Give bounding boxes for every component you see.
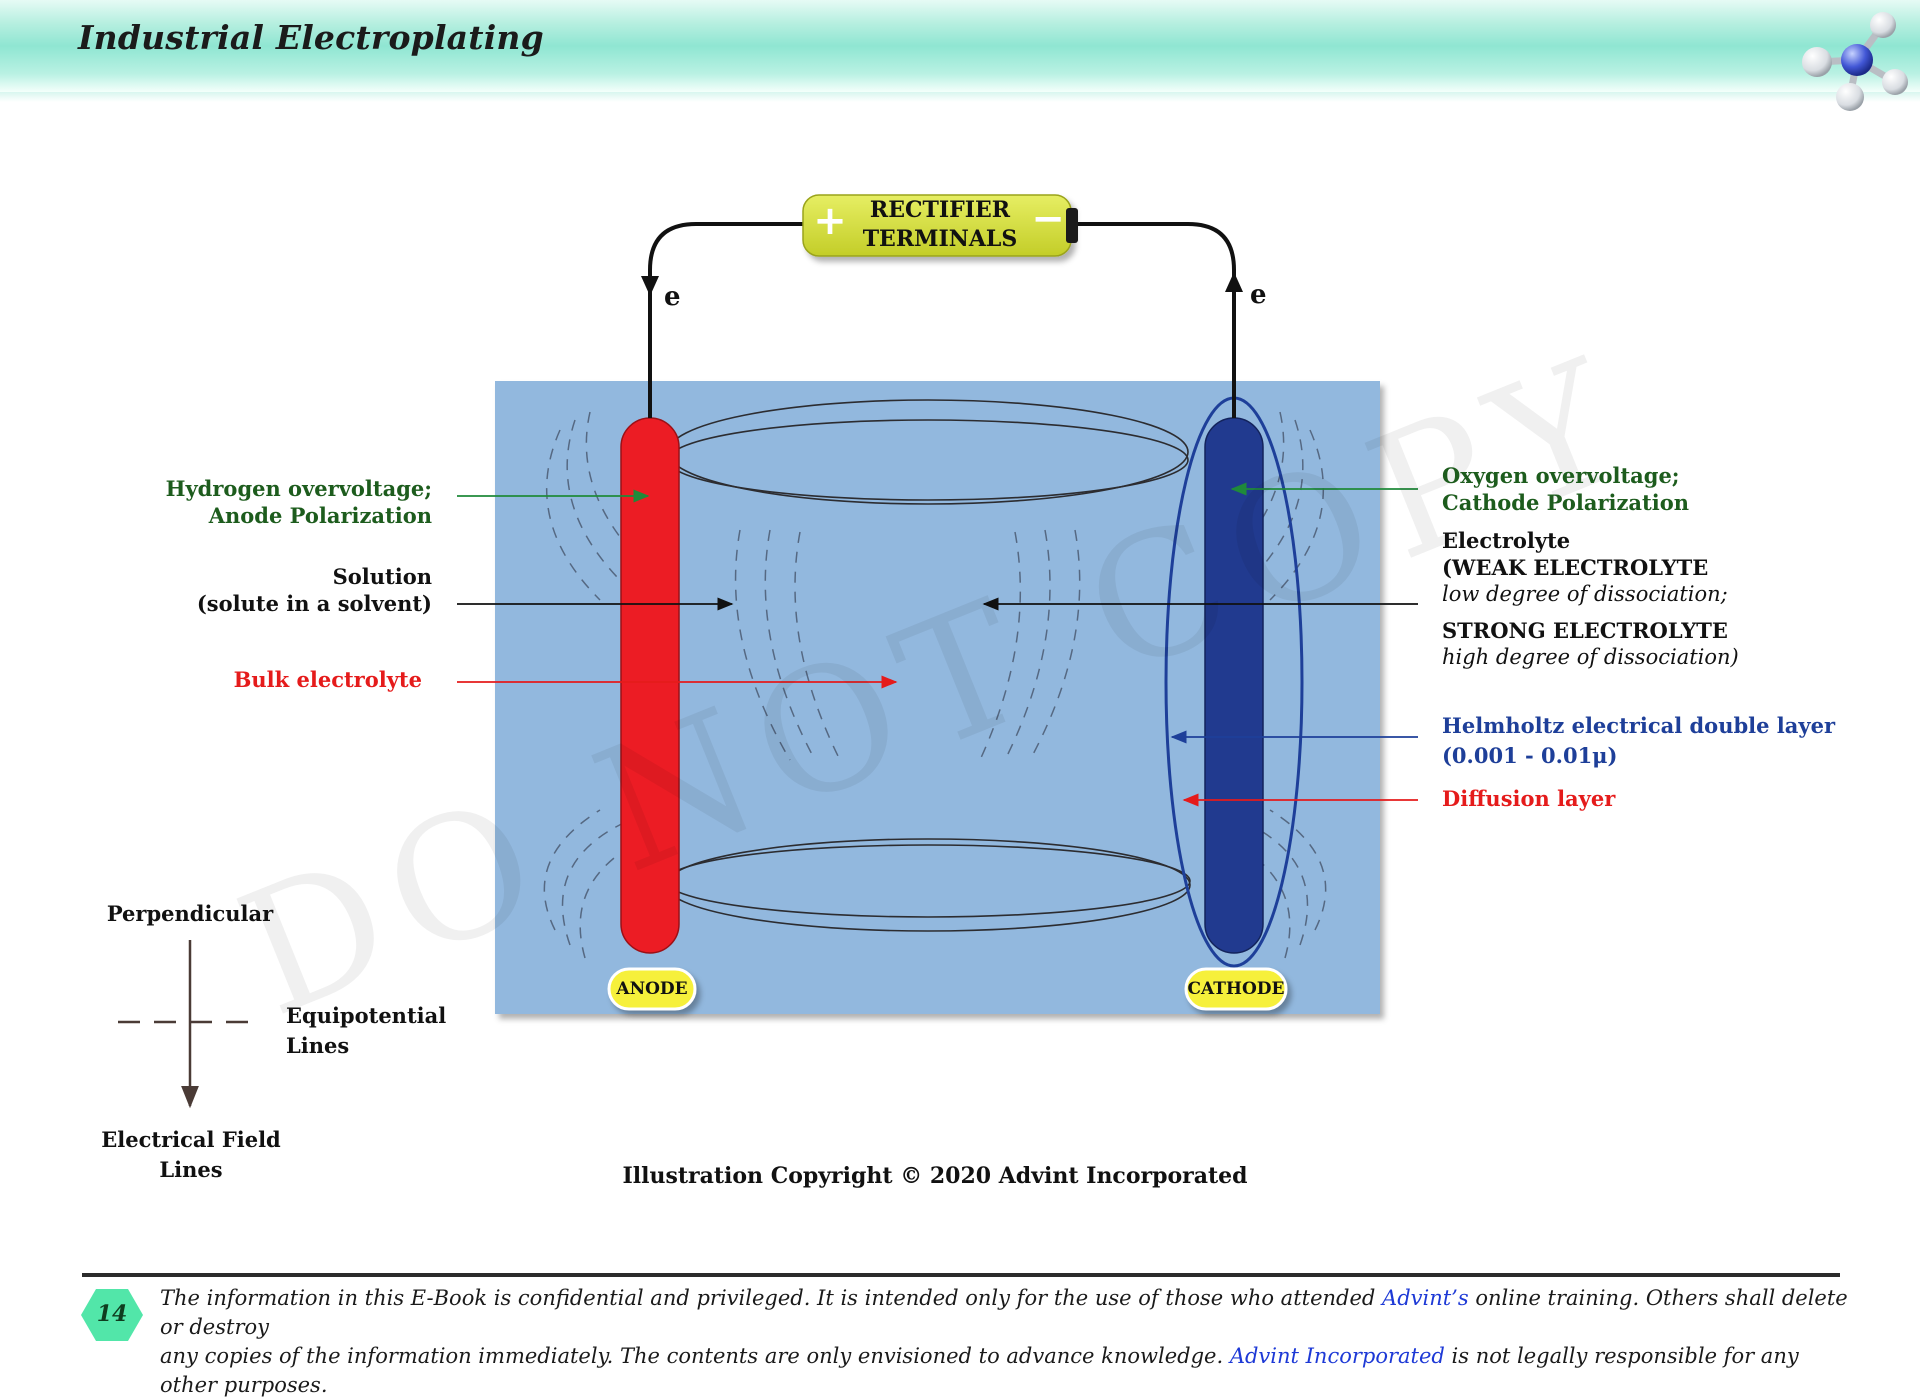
hydrogen-label-2: Anode Polarization	[208, 503, 432, 528]
rectifier-line1: RECTIFIER	[869, 197, 1011, 223]
oxygen-label-2: Cathode Polarization	[1442, 490, 1689, 515]
solution-label-1: Solution	[332, 564, 432, 589]
rectifier-terminal-cap	[1066, 208, 1078, 243]
strong-electrolyte-desc: high degree of dissociation)	[1442, 645, 1739, 669]
cathode-tag	[1184, 967, 1288, 1011]
rectifier-plus: +	[813, 198, 847, 244]
header-band	[0, 0, 1920, 92]
electron-label-left: e	[664, 282, 681, 312]
wire-right	[1075, 222, 1236, 418]
oxygen-label-1: Oxygen overvoltage;	[1442, 463, 1680, 488]
anode-tag	[607, 967, 697, 1011]
bulk-electrolyte-label: Bulk electrolyte	[233, 667, 422, 692]
rectifier-minus: −	[1031, 196, 1065, 242]
helmholtz-label-2: (0.001 - 0.01μ)	[1442, 743, 1618, 768]
legend-field-1: Electrical Field	[101, 1127, 281, 1152]
electron-arrow-up	[1225, 272, 1243, 292]
legend-graphic	[118, 940, 262, 1109]
legend-equipotential-2: Lines	[286, 1033, 350, 1058]
illustration-copyright: Illustration Copyright © 2020 Advint Inc…	[622, 1163, 1248, 1189]
hydrogen-label-1: Hydrogen overvoltage;	[165, 476, 432, 501]
page-number: 14	[96, 1301, 128, 1327]
anode-label: ANODE	[616, 979, 688, 999]
legend-equipotential-1: Equipotential	[286, 1003, 447, 1028]
electron-arrow-down	[641, 276, 659, 296]
diffusion-layer-label: Diffusion layer	[1442, 786, 1616, 811]
weak-electrolyte-desc: low degree of dissociation;	[1442, 582, 1728, 606]
rectifier-line2: TERMINALS	[862, 226, 1018, 252]
electrolyte-title: Electrolyte	[1442, 528, 1571, 553]
footer-disclaimer: The information in this E-Book is confid…	[160, 1284, 1860, 1400]
electroplating-diagram: DO NOT COPY	[118, 194, 1661, 1109]
footer-line-2: any copies of the information immediatel…	[160, 1344, 1799, 1397]
footer-line-1: The information in this E-Book is confid…	[160, 1286, 1848, 1339]
wire-left	[648, 222, 805, 418]
legend-field-2: Lines	[159, 1157, 223, 1182]
footer-rule	[82, 1273, 1840, 1277]
footer-advint-link[interactable]: Advint’s	[1382, 1286, 1469, 1310]
legend-perpendicular: Perpendicular	[106, 901, 274, 926]
page-title: Industrial Electroplating	[78, 18, 544, 57]
footer-advint-incorporated-link[interactable]: Advint Incorporated	[1229, 1344, 1445, 1368]
solution-label-2: (solute in a solvent)	[196, 591, 432, 616]
page-number-badge	[81, 1289, 143, 1341]
weak-electrolyte-title: (WEAK ELECTROLYTE	[1442, 555, 1709, 580]
cathode-label: CATHODE	[1187, 979, 1285, 999]
strong-electrolyte-title: STRONG ELECTROLYTE	[1442, 618, 1728, 643]
electron-label-right: e	[1250, 280, 1267, 310]
molecule-icon	[1802, 12, 1908, 111]
helmholtz-label-1: Helmholtz electrical double layer	[1442, 713, 1836, 738]
header-fade	[0, 92, 1920, 102]
